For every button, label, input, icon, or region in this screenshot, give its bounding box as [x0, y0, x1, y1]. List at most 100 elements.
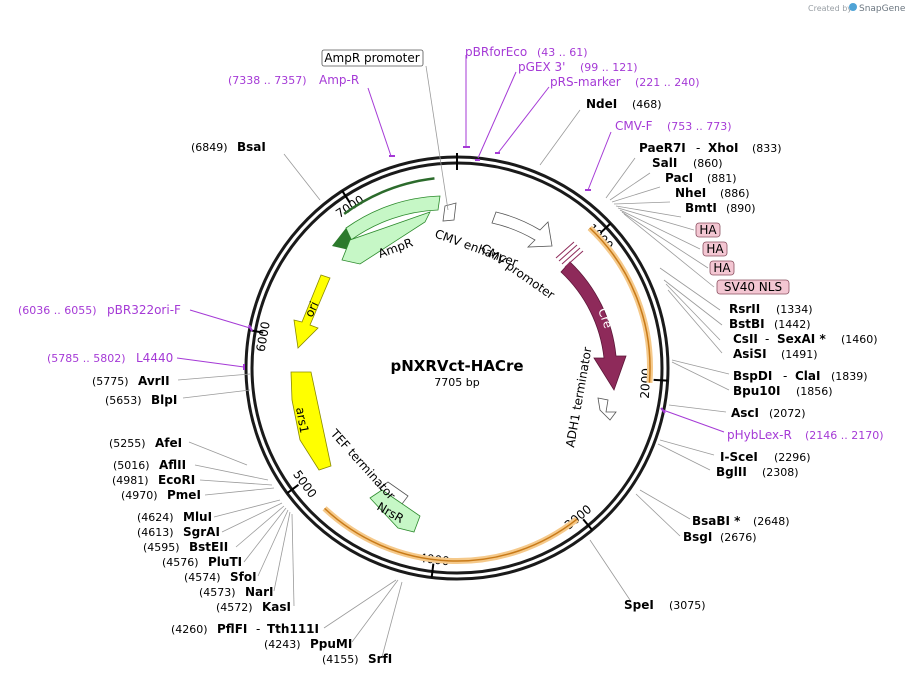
site-asci-name[interactable]: AscI	[731, 406, 759, 420]
primer-marks	[243, 146, 666, 414]
site-nari-pos: (4573)	[199, 586, 236, 599]
site-bglii-name[interactable]: BglII	[716, 465, 747, 479]
tick-1000	[599, 222, 612, 234]
site-bsteii-name[interactable]: BstEII	[189, 540, 228, 554]
primer-pbr322-range: (6036 .. 6055)	[18, 304, 97, 317]
primer-cmvf-range: (753 .. 773)	[667, 120, 732, 133]
ampr-promoter-label[interactable]: AmpR promoter	[324, 51, 419, 65]
site-srfi-pos: (4155)	[322, 653, 359, 666]
site-sali-pos: (860)	[693, 157, 723, 170]
sv40-nls-label[interactable]: SV40 NLS	[724, 280, 782, 294]
site-nari-name[interactable]: NarI	[245, 585, 274, 599]
site-bstbi-name[interactable]: BstBI	[729, 317, 765, 331]
site-nhei-name[interactable]: NheI	[675, 186, 706, 200]
primer-pgex-name[interactable]: pGEX 3'	[518, 60, 565, 74]
site-nhei-pos: (886)	[720, 187, 750, 200]
site-bpu10i-pos: (1856)	[796, 385, 833, 398]
site-spei-name[interactable]: SpeI	[624, 598, 654, 612]
site-csii-name[interactable]: CsII	[733, 332, 758, 346]
ampr-promoter-feature[interactable]	[442, 202, 457, 222]
site-kasi-name[interactable]: KasI	[262, 600, 291, 614]
site-paci-name[interactable]: PacI	[665, 171, 693, 185]
ha-tag-2-box	[702, 241, 728, 257]
site-bstbi-pos: (1442)	[774, 318, 811, 331]
orf-band-bottom-arrow	[324, 507, 578, 562]
site-pmei-pos: (4970)	[121, 489, 158, 502]
primer-pgex-range: (99 .. 121)	[580, 61, 638, 74]
tef-terminator-label[interactable]: TEF terminator	[327, 426, 398, 503]
plasmid-name: pNXRVct-HACre	[390, 357, 523, 375]
site-bsai-name[interactable]: BsaI	[237, 140, 266, 154]
site-mlui-name[interactable]: MluI	[183, 510, 212, 524]
site-bsabi-name[interactable]: BsaBI *	[692, 514, 741, 528]
site-ecori-name[interactable]: EcoRI	[158, 473, 195, 487]
site-sgrai-name[interactable]: SgrAI	[183, 525, 220, 539]
site-pflfi-name[interactable]: PflFI	[217, 622, 247, 636]
ori-feature[interactable]	[293, 274, 331, 349]
site-csii-dash: -	[765, 332, 769, 346]
site-ppumi-name[interactable]: PpuMI	[310, 637, 352, 651]
ha-tag-3-box	[709, 260, 735, 276]
ars1-feature[interactable]	[290, 371, 332, 471]
site-pmei-name[interactable]: PmeI	[167, 488, 201, 502]
site-paer7i-dash: -	[696, 141, 700, 155]
site-iscei-pos: (2296)	[774, 451, 811, 464]
ars1-label[interactable]: ars1	[293, 406, 311, 434]
site-rsrii-name[interactable]: RsrII	[729, 302, 760, 316]
site-bspdi-pos: (1839)	[831, 370, 868, 383]
primer-l4440-name[interactable]: L4440	[136, 351, 173, 365]
site-srfi-name[interactable]: SrfI	[368, 652, 392, 666]
site-ndei-name[interactable]: NdeI	[586, 97, 617, 111]
site-paer7i-name[interactable]: PaeR7I	[639, 141, 686, 155]
site-bsgi-name[interactable]: BsgI	[683, 530, 712, 544]
cmv-promoter-label[interactable]: CMV promoter	[478, 241, 557, 302]
site-iscei-name[interactable]: I-SceI	[720, 450, 758, 464]
cmv-enhancer-feature[interactable]	[491, 211, 553, 248]
site-bsteii-pos: (4595)	[143, 541, 180, 554]
cre-feature[interactable]	[560, 261, 627, 391]
ha-tag-3-label[interactable]: HA	[713, 261, 731, 275]
site-clai-name[interactable]: ClaI	[795, 369, 820, 383]
site-rsrii-pos: (1334)	[776, 303, 813, 316]
tick-4000	[430, 563, 435, 578]
cre-label[interactable]: Cre	[595, 306, 615, 330]
ori-label[interactable]: ori	[302, 299, 321, 319]
primer-ampr-name[interactable]: Amp-R	[319, 73, 359, 87]
nrsr-feature[interactable]	[369, 489, 421, 533]
site-pluti-name[interactable]: PluTI	[208, 555, 242, 569]
site-sali-name[interactable]: SalI	[652, 156, 677, 170]
site-ndei-pos: (468)	[632, 98, 662, 111]
site-avrii-name[interactable]: AvrII	[138, 374, 170, 388]
adh1-terminator-feature[interactable]	[597, 397, 617, 421]
ha-tag-1-label[interactable]: HA	[699, 223, 717, 237]
site-tth111i-name[interactable]: Tth111I	[267, 622, 319, 636]
orf-band-ampr	[343, 177, 435, 215]
primer-prs-name[interactable]: pRS-marker	[550, 75, 621, 89]
primer-pbr322-name[interactable]: pBR322ori-F	[107, 303, 181, 317]
site-bsabi-pos: (2648)	[753, 515, 790, 528]
site-avrii-pos: (5775)	[92, 375, 129, 388]
site-spei-pos: (3075)	[669, 599, 706, 612]
ha-tag-2-label[interactable]: HA	[706, 242, 724, 256]
site-asisi-pos: (1491)	[781, 348, 818, 361]
site-xhoi-name[interactable]: XhoI	[708, 141, 739, 155]
primer-cmvf-name[interactable]: CMV-F	[615, 119, 653, 133]
site-leader-lines	[177, 65, 730, 658]
site-blpi-name[interactable]: BlpI	[151, 393, 177, 407]
site-csii-pos: (1460)	[841, 333, 878, 346]
site-aflii-name[interactable]: AflII	[159, 458, 186, 472]
adh1-terminator-label[interactable]: ADH1 terminator	[563, 346, 594, 449]
site-bpu10i-name[interactable]: Bpu10I	[733, 384, 780, 398]
site-asisi-name[interactable]: AsiSI	[733, 347, 767, 361]
site-sfoi-name[interactable]: SfoI	[230, 570, 257, 584]
site-bmti-name[interactable]: BmtI	[685, 201, 717, 215]
site-kasi-pos: (4572)	[216, 601, 253, 614]
primer-pbrforeco-name[interactable]: pBRforEco	[465, 45, 527, 59]
ampr-feature[interactable]	[341, 211, 431, 265]
site-bspdi-name[interactable]: BspDI	[733, 369, 772, 383]
site-afei-name[interactable]: AfeI	[155, 436, 182, 450]
primer-leader-lines	[176, 55, 725, 433]
primer-phyblex-name[interactable]: pHybLex-R	[727, 428, 792, 442]
site-sexai-name[interactable]: SexAI *	[777, 332, 826, 346]
